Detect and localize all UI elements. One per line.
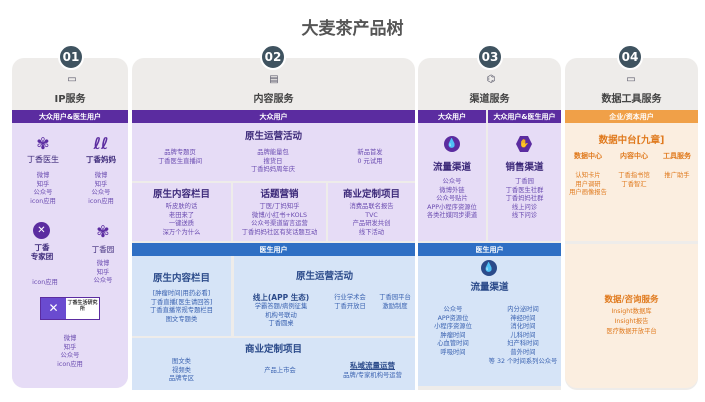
section-title: 商业定制项目 — [342, 189, 400, 200]
audience-bar: 大众用户 — [132, 110, 415, 123]
box-items: 公众号 APP资源位 小程序资源位 肿瘤时间 心血管时间 呼吸时间 — [434, 306, 472, 356]
section-title: 原生运营活动 — [244, 131, 302, 142]
ops-items: 品牌能量包 搜货日 丁香妈妈周年庆 — [250, 149, 296, 174]
audience-bar: 大众用户 — [418, 110, 486, 123]
droplet-icon: 💧 — [481, 260, 497, 276]
box-items: 丁医/丁妈知乎 微博/小红书+KOLS 公众号渠道留言运营 丁香妈妈社区有奖话题… — [241, 203, 318, 236]
dxy-logo: ✾ — [96, 222, 110, 241]
brand-name: 丁香医生 — [27, 155, 59, 164]
droplet-icon: 💧 — [444, 136, 460, 152]
content-box — [328, 183, 415, 241]
subtitle: 私域流量运营 — [350, 361, 395, 370]
audience-bar: 大众用户&医生用户 — [12, 110, 128, 123]
box-items: 认知卡片 用户调研 用户画像报告 — [569, 172, 607, 197]
brand-channels: 微博 知乎 公众号 — [93, 260, 113, 285]
section-title: 话题营销 — [260, 189, 299, 200]
section-title: 商业定制项目 — [244, 344, 302, 355]
section-title: 流量渠道 — [432, 162, 471, 173]
box-items: 丁香园 丁香医生社群 丁香妈妈社群 线上问诊 线下问诊 — [505, 178, 544, 220]
brand-channels: 微博 知乎 公众号 icon应用 — [30, 172, 56, 205]
dx-health-lab-logo: ✕ 丁香生活研究所 — [40, 297, 100, 320]
box-items: 消费品联名报告 TVC 产品研发共创 线下活动 — [349, 203, 394, 236]
box-items: 图文类 视频类 品牌专区 — [168, 358, 195, 383]
document-icon: ▤ — [269, 74, 279, 85]
box-items: 公众号 微博外链 公众号贴片 APP小程序资源位 各类社媒同步渠道 — [426, 178, 478, 220]
doctor-content-box — [132, 256, 231, 336]
column-heading: 渠道服务 — [469, 94, 510, 105]
box-items: 产品上市会 — [264, 367, 296, 374]
column-heading: 内容服务 — [253, 94, 294, 105]
section-title: 流量渠道 — [470, 282, 509, 293]
network-icon: ⌬ — [486, 74, 496, 85]
step-number: 03 — [477, 44, 503, 70]
ops-items: 品牌专题页 丁香医生直播间 — [157, 149, 203, 165]
brand-channels: 微博 知乎 公众号 icon应用 — [88, 172, 114, 205]
section-title: 数据/咨询服务 — [604, 295, 659, 305]
section-title: 销售渠道 — [505, 162, 544, 173]
doctor-biz-box — [132, 338, 415, 390]
subtitle: 内容中心 — [620, 152, 648, 160]
ip-body — [12, 123, 128, 388]
step-number: 04 — [617, 44, 643, 70]
box-items: 学霸答题/病例征集 机构号联动 丁香圆桌 — [254, 303, 308, 328]
audience-bar: 大众用户&医生用户 — [488, 110, 561, 123]
box-items: 内分泌时间 神经时间 消化时间 儿科时间 妇产科时间 普外时间 等 32 个时间… — [488, 306, 558, 365]
brand-channels: icon应用 — [32, 279, 58, 286]
step-number: 01 — [58, 44, 84, 70]
brand-name: 丁香 专家团 — [30, 243, 54, 261]
subtitle: 工具服务 — [663, 152, 691, 160]
content-box — [132, 183, 231, 241]
box-items: 推广助手 — [664, 172, 690, 179]
brand-name: 丁香园 — [91, 245, 115, 254]
box-items: 行业学术会 丁香开放日 — [334, 294, 366, 310]
dingxiang-mama-logo: ℓℓ — [93, 134, 109, 153]
page-title: 大麦茶产品树 — [301, 19, 404, 39]
section-title: 数据中台[九章] — [598, 135, 665, 146]
data-platform-box — [565, 123, 698, 241]
section-title: 原生内容栏目 — [152, 273, 210, 284]
box-items: 丁香指书馆 丁香智汇 — [618, 172, 650, 188]
doctor-channel-box — [418, 256, 561, 386]
audience-bar: 企业/资本用户 — [565, 110, 698, 123]
column-heading: 数据工具服务 — [601, 94, 662, 105]
audience-bar: 医生用户 — [418, 243, 561, 256]
box-items: [肿瘤时间|用药必看] 丁香直播[医生请回答] 丁香直播常规专题栏目 图文专题类 — [150, 290, 213, 323]
lab-name: 丁香生活研究所 — [67, 300, 98, 312]
doctor-ops-box — [234, 256, 415, 336]
subtitle: 线上(APP 生态) — [252, 293, 310, 302]
section-title: 原生运营活动 — [295, 271, 353, 282]
section-title: 原生内容栏目 — [152, 189, 210, 200]
expert-team-logo: ✕ — [33, 222, 50, 239]
audience-bar: 医生用户 — [132, 243, 415, 256]
dingxiang-doctor-logo: ✾ — [36, 134, 50, 153]
box-items: 丁香园平台 激励制度 — [379, 294, 411, 310]
subtitle: 数据中心 — [574, 152, 602, 160]
ip-screen-icon: ▭ — [67, 74, 77, 85]
ops-block — [132, 123, 415, 181]
step-number: 02 — [260, 44, 286, 70]
hand-icon: ✋ — [516, 136, 532, 152]
consult-box — [565, 244, 698, 388]
column-heading: IP服务 — [54, 94, 86, 105]
content-box — [233, 183, 326, 241]
box-items: 品牌/专家机构号运营 — [343, 372, 402, 379]
box-items: Insight数据库 Insight报告 医疗数据开放平台 — [606, 308, 657, 335]
ops-items: 新品首发 0 元试用 — [357, 149, 383, 165]
brand-name: 丁香妈妈 — [86, 155, 116, 164]
brand-channels: 微博 知乎 公众号 icon应用 — [57, 335, 83, 368]
monitor-chart-icon: ▭ — [626, 74, 636, 85]
box-items: 听皮肤的话 老田来了 一键送质 深万个为什么 — [162, 203, 201, 236]
